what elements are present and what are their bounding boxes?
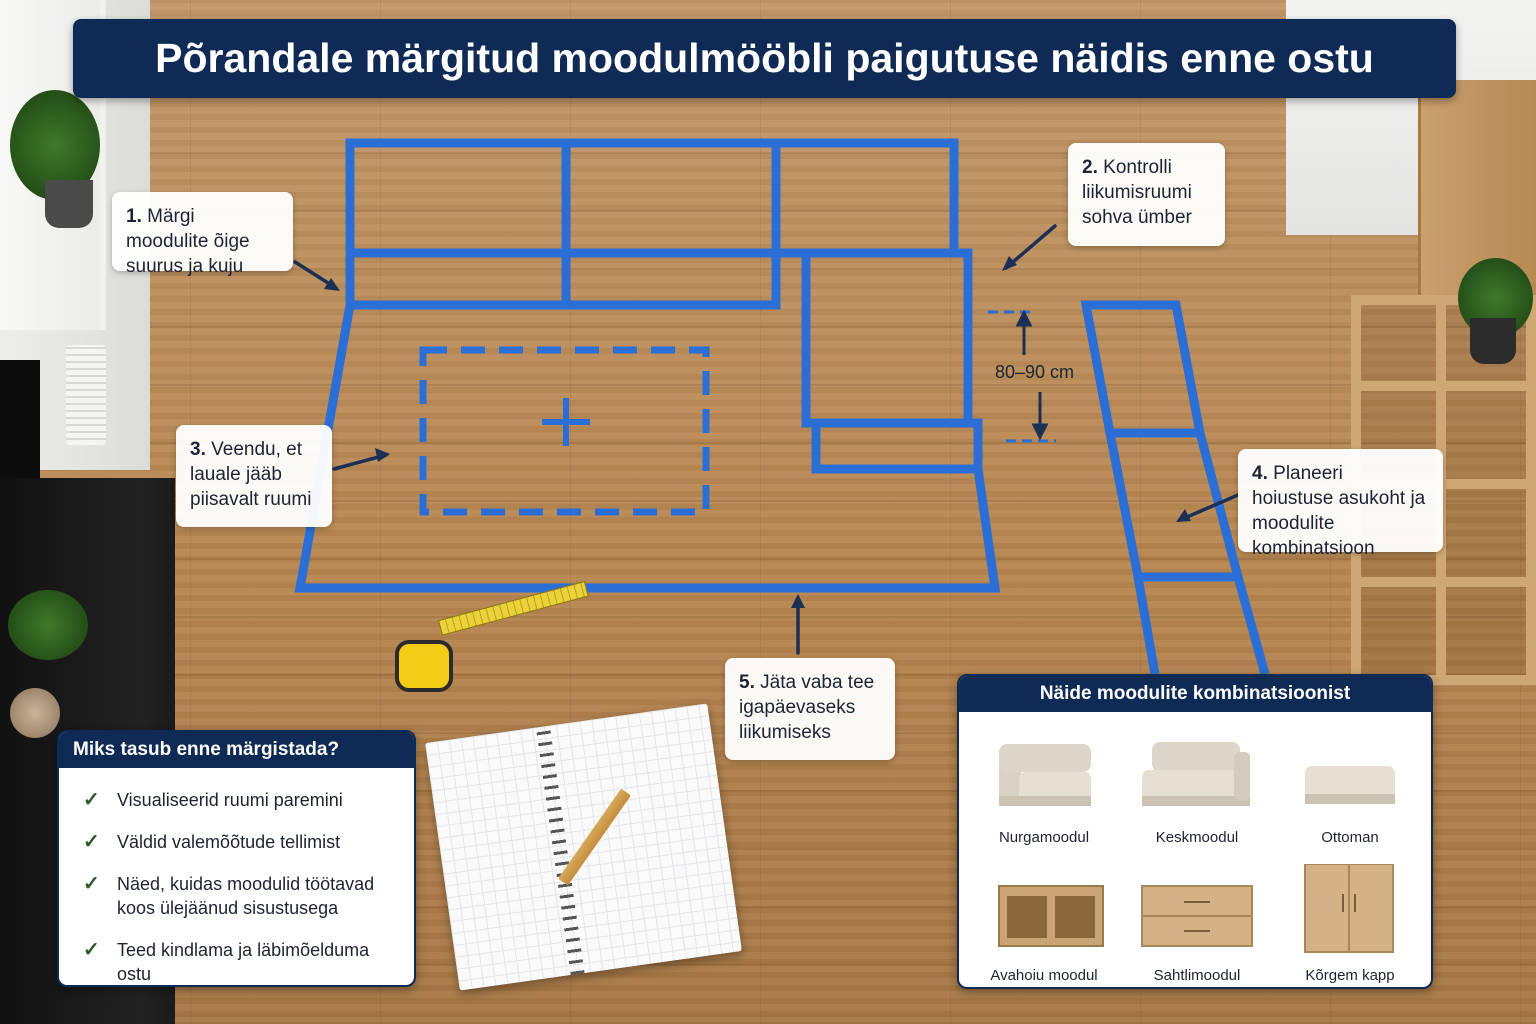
- module-label: Avahoiu moodul: [990, 967, 1098, 984]
- measurement-lines: [988, 310, 1056, 443]
- tape-module-back-2: [561, 138, 781, 258]
- module-label: Nurgamoodul: [998, 829, 1090, 846]
- why-list-item: ✓Näed, kuidas moodulid töötavad koos üle…: [83, 873, 375, 918]
- measuring-tape-icon: [395, 640, 453, 692]
- why-list-item: ✓Väldid valemõõtude tellimist: [83, 831, 341, 853]
- module-label: Kõrgem kapp: [1305, 967, 1395, 984]
- tape-module-seat-2: [561, 248, 781, 310]
- tape-coffee-table: [419, 346, 710, 516]
- why-panel: Miks tasub enne märgistada? ✓Visualiseer…: [57, 730, 416, 987]
- plant-pot: [45, 180, 93, 228]
- why-list-item: ✓Teed kindlama ja läbimõelduma ostu: [83, 939, 370, 984]
- measurement-label: 80–90 cm: [995, 362, 1075, 382]
- tape-chaise-end: [811, 418, 983, 474]
- module-label: Ottoman: [1321, 829, 1379, 846]
- radiator: [66, 345, 106, 445]
- tape-storage-bottom-right: [1233, 575, 1270, 676]
- module-item-drawer: Sahtlimoodul: [1122, 864, 1272, 984]
- arrowhead-step5: [791, 594, 805, 608]
- callout-step5-number: 5.: [739, 672, 755, 693]
- page-title: Põrandale märgitud moodulmööbli paigutus…: [73, 19, 1456, 98]
- callout-step3: 3. Veendu, et lauale jääb piisavalt ruum…: [176, 425, 332, 527]
- tape-module-back-1: [345, 138, 571, 258]
- arrow-step4: [1178, 493, 1240, 522]
- callout-step4: 4. Planeeri hoiustuse asukoht ja mooduli…: [1238, 449, 1443, 559]
- module-item-corner: Nurgamoodul: [969, 726, 1119, 846]
- tape-chaise: [801, 248, 973, 428]
- plant-icon: [8, 590, 88, 660]
- callout-step1-number: 1.: [126, 206, 142, 227]
- why-list: ✓Visualiseerid ruumi paremini ✓Väldid va…: [59, 768, 414, 985]
- wooden-cabinet: [1418, 80, 1536, 295]
- module-label: Sahtlimoodul: [1153, 967, 1241, 984]
- callout-step1: 1. Märgi moodulite õige suurus ja kuju: [112, 192, 293, 277]
- callout-step3-number: 3.: [190, 439, 206, 460]
- middle-module-icon: [1142, 742, 1250, 806]
- callout-step1-text: Märgi moodulite õige suurus ja kuju: [126, 206, 250, 277]
- vase-icon: [10, 688, 60, 738]
- module-item-tall-cabinet: Kõrgem kapp: [1275, 863, 1425, 984]
- tape-module-seat-1: [345, 248, 571, 310]
- measurement-arrows: [1015, 309, 1049, 441]
- arrowhead-step2: [1002, 256, 1017, 271]
- plant-pot: [1470, 318, 1516, 364]
- callout-step3-text: Veendu, et lauale jääb piisavalt ruumi: [190, 439, 312, 510]
- callout-step2: 2. Kontrolli liikumisruumi sohva ümber: [1068, 143, 1225, 246]
- combo-panel-title: Näide moodulite kombinatsioonist: [959, 676, 1431, 712]
- module-item-open-storage: Avahoiu moodul: [969, 864, 1119, 984]
- tape-module-back-3: [771, 138, 959, 258]
- callout-step4-text: Planeeri hoiustuse asukoht ja moodulite …: [1252, 463, 1426, 559]
- open-storage-icon: [998, 885, 1104, 947]
- table-center-cross: [542, 398, 590, 446]
- callout-step5: 5. Jäta vaba tee igapäevaseks liikumisek…: [725, 658, 895, 760]
- why-list-item: ✓Visualiseerid ruumi paremini: [83, 789, 343, 811]
- module-item-ottoman: Ottoman: [1275, 726, 1425, 846]
- callout-step2-number: 2.: [1082, 157, 1098, 178]
- tape-rug-outline: [294, 304, 1001, 593]
- module-grid: Nurgamoodul Keskmoodul Ottoman: [959, 712, 1431, 987]
- arrowhead-step4: [1176, 509, 1191, 522]
- callout-step2-text: Kontrolli liikumisruumi sohva ümber: [1082, 157, 1192, 228]
- check-icon: ✓: [83, 939, 100, 961]
- callout-step4-number: 4.: [1252, 463, 1268, 484]
- arrowhead-step3: [375, 448, 390, 462]
- module-label: Keskmoodul: [1155, 829, 1239, 846]
- arrowhead-step1: [324, 278, 340, 291]
- callout-step5-text: Jäta vaba tee igapäevaseks liikumiseks: [739, 672, 875, 743]
- module-combination-panel: Näide moodulite kombinatsioonist Nurgamo…: [957, 674, 1433, 989]
- check-icon: ✓: [83, 789, 100, 811]
- tape-storage-bottom: [1133, 576, 1160, 675]
- check-icon: ✓: [83, 873, 100, 895]
- ottoman-icon: [1305, 766, 1395, 804]
- tall-cabinet-icon: [1304, 863, 1394, 953]
- corner-module-icon: [999, 744, 1091, 806]
- module-item-middle: Keskmoodul: [1122, 726, 1272, 846]
- check-icon: ✓: [83, 831, 100, 853]
- tape-storage-top: [1080, 300, 1206, 438]
- drawer-module-icon: [1141, 885, 1253, 947]
- arrow-step2: [1004, 224, 1057, 270]
- why-panel-title: Miks tasub enne märgistada?: [59, 732, 414, 768]
